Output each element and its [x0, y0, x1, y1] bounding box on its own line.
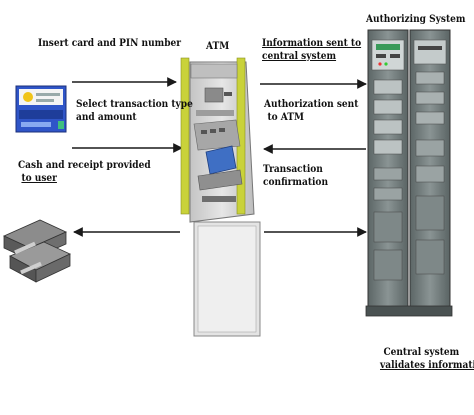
label-select-line2: and amount: [76, 111, 137, 123]
label-cash-line2: to user: [21, 172, 57, 184]
label-auth-sent: Authorization sent to ATM: [264, 98, 358, 124]
label-central-line2: validates information: [380, 359, 474, 371]
label-atm: ATM: [206, 40, 230, 52]
label-info-sent-line1: Information sent to: [262, 37, 362, 49]
atm-machine-icon: [180, 57, 261, 337]
label-confirmation: Transaction confirmation: [263, 163, 328, 189]
label-confirm-line2: confirmation: [263, 176, 329, 188]
cash-stack-icon: [3, 219, 71, 283]
label-insert-card: Insert card and PIN number: [38, 37, 182, 49]
label-info-sent-line2: central system: [262, 50, 337, 62]
label-cash-line1: Cash and receipt provided: [18, 159, 151, 171]
label-confirm-line1: Transaction: [263, 163, 323, 175]
label-select-transaction: Select transaction type and amount: [76, 98, 193, 124]
label-central-line1: Central system: [383, 346, 460, 358]
label-central-system: Central system validates information: [380, 346, 474, 372]
bank-card-icon: [15, 85, 67, 133]
label-info-sent: Information sent to central system: [262, 37, 361, 63]
server-rack-icon: [365, 29, 453, 317]
label-auth-sent-line1: Authorization sent: [264, 98, 359, 110]
label-cash-provided: Cash and receipt provided to user: [18, 159, 151, 185]
label-select-line1: Select transaction type: [76, 98, 193, 110]
label-auth-sent-line2: to ATM: [267, 111, 305, 123]
label-authorizing-system: Authorizing System: [366, 13, 466, 25]
